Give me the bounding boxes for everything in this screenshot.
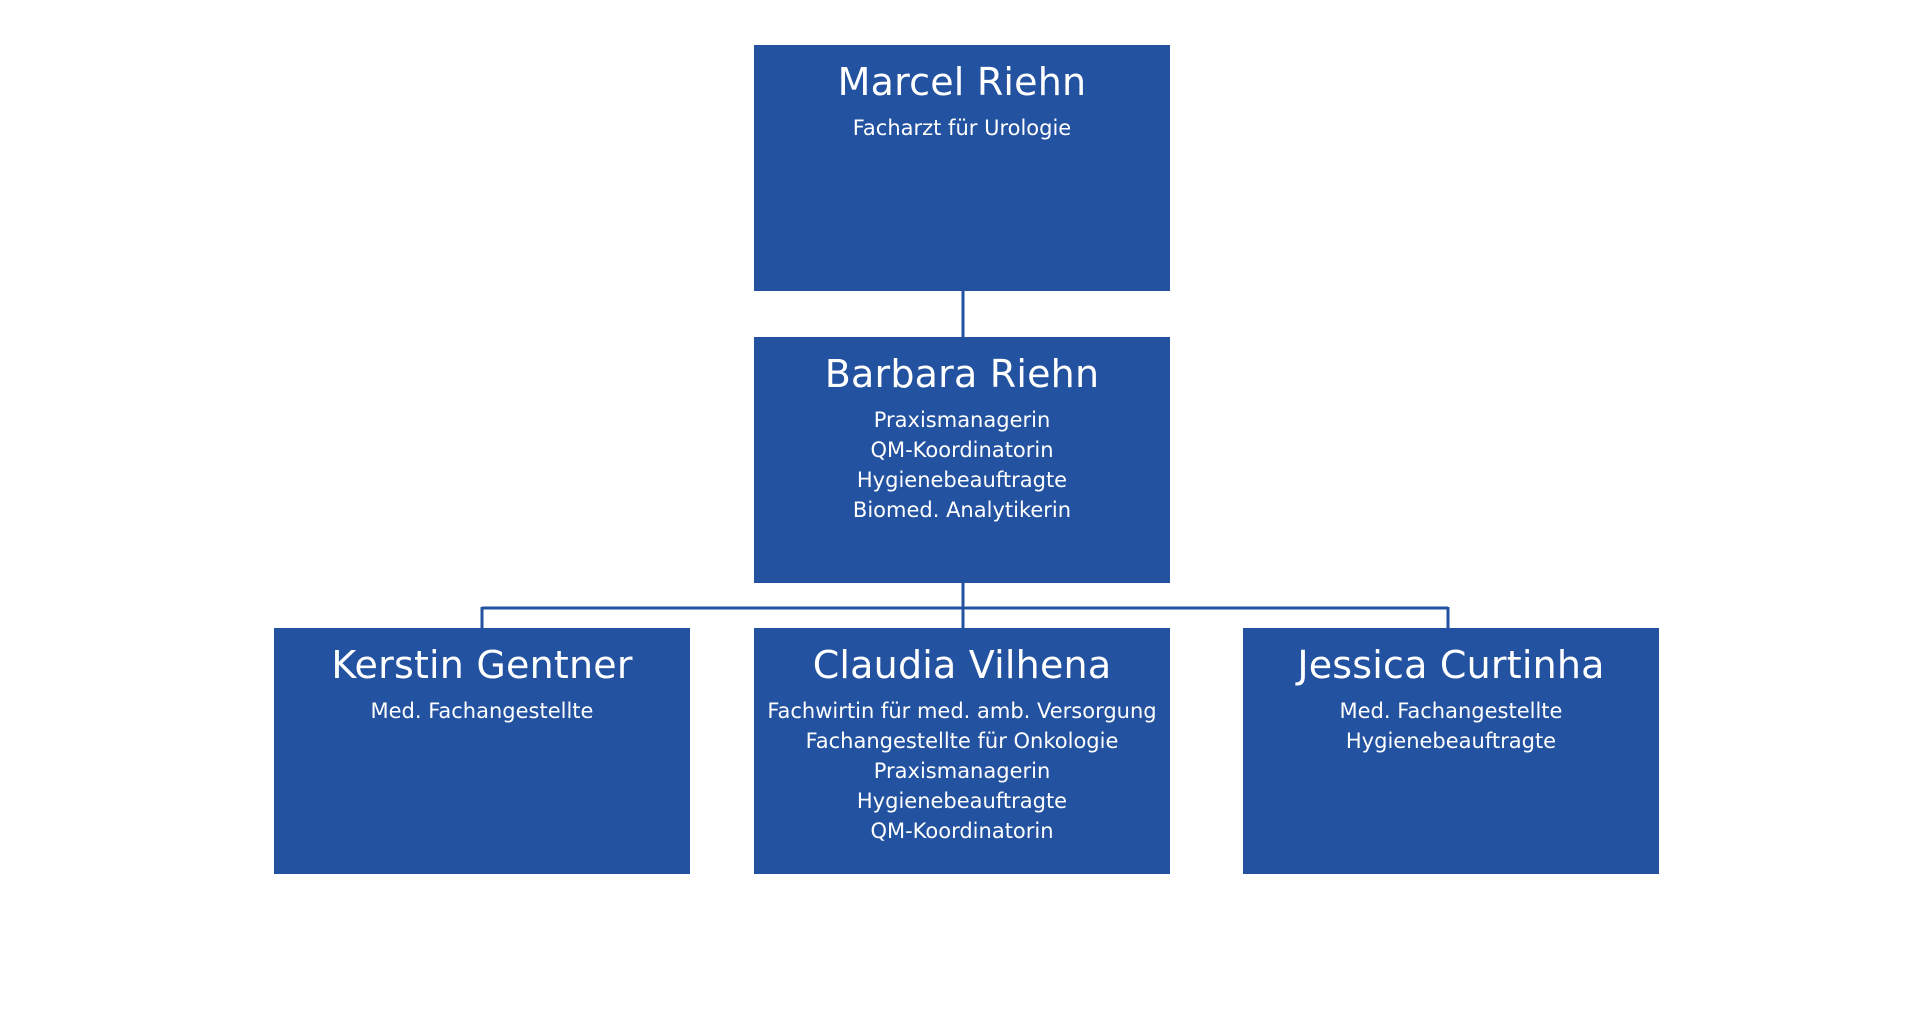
person-name: Marcel Riehn bbox=[837, 60, 1087, 104]
role-label: Biomed. Analytikerin bbox=[852, 498, 1072, 522]
role-label: Hygienebeauftragte bbox=[856, 468, 1068, 492]
role-label: Med. Fachangestellte bbox=[1339, 699, 1563, 723]
role-label: Med. Fachangestellte bbox=[370, 699, 594, 723]
role-label: Fachangestellte für Onkologie bbox=[805, 729, 1119, 753]
org-box-marcel-riehn: Marcel Riehn Facharzt für Urologie bbox=[754, 45, 1170, 291]
role-label: Praxismanagerin bbox=[873, 759, 1051, 783]
role-list: Med. Fachangestellte bbox=[274, 696, 690, 726]
org-box-jessica-curtinha: Jessica Curtinha Med. Fachangestellte Hy… bbox=[1243, 628, 1659, 874]
role-label: QM-Koordinatorin bbox=[870, 438, 1054, 462]
role-list: Fachwirtin für med. amb. Versorgung Fach… bbox=[754, 696, 1170, 846]
role-list: Facharzt für Urologie bbox=[754, 113, 1170, 143]
role-label: Hygienebeauftragte bbox=[1345, 729, 1557, 753]
role-label: Fachwirtin für med. amb. Versorgung bbox=[767, 699, 1157, 723]
org-box-kerstin-gentner: Kerstin Gentner Med. Fachangestellte bbox=[274, 628, 690, 874]
person-name: Barbara Riehn bbox=[824, 352, 1100, 396]
person-name: Jessica Curtinha bbox=[1297, 643, 1605, 687]
role-label: QM-Koordinatorin bbox=[870, 819, 1054, 843]
role-label: Facharzt für Urologie bbox=[852, 116, 1072, 140]
person-name: Claudia Vilhena bbox=[812, 643, 1112, 687]
role-label: Praxismanagerin bbox=[873, 408, 1051, 432]
role-list: Praxismanagerin QM-Koordinatorin Hygiene… bbox=[754, 405, 1170, 525]
person-name: Kerstin Gentner bbox=[331, 643, 633, 687]
role-label: Hygienebeauftragte bbox=[856, 789, 1068, 813]
org-box-barbara-riehn: Barbara Riehn Praxismanagerin QM-Koordin… bbox=[754, 337, 1170, 583]
org-box-claudia-vilhena: Claudia Vilhena Fachwirtin für med. amb.… bbox=[754, 628, 1170, 874]
role-list: Med. Fachangestellte Hygienebeauftragte bbox=[1243, 696, 1659, 756]
